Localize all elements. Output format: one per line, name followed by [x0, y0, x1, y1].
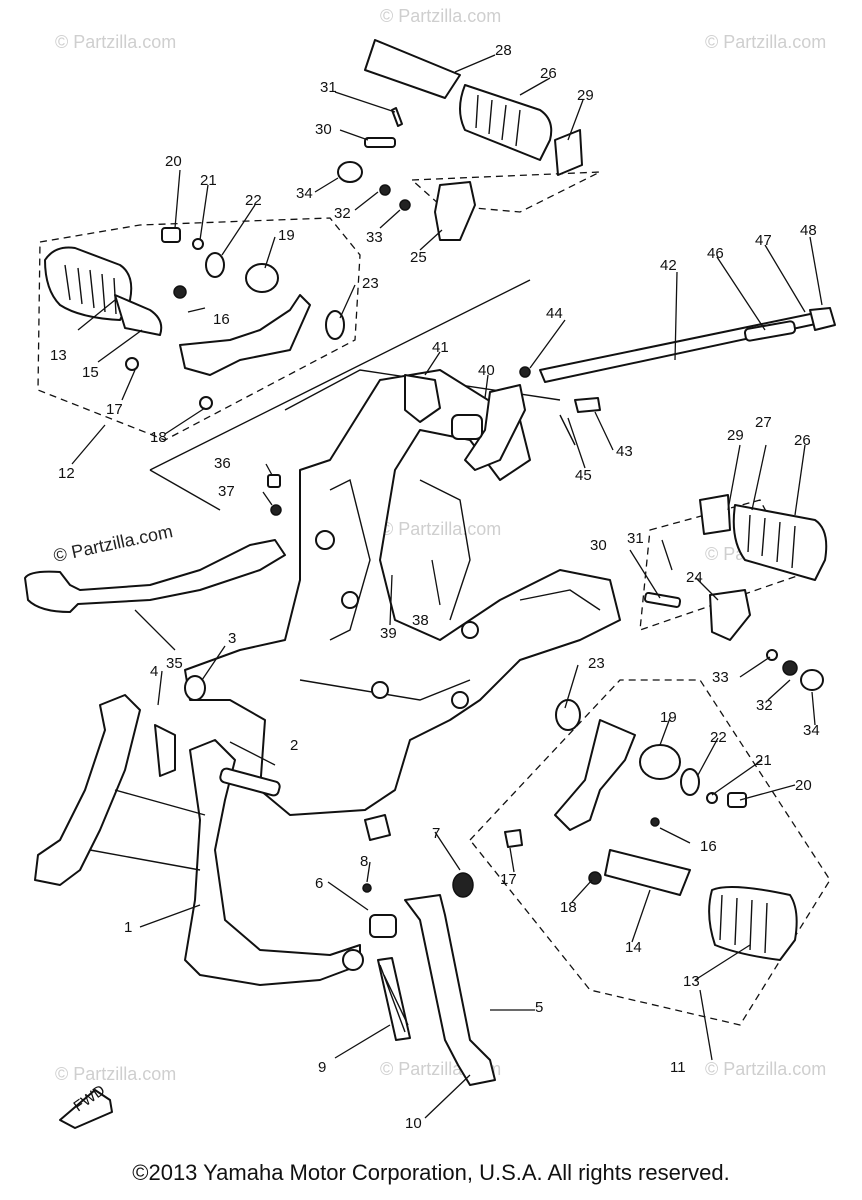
callout-30b: 30: [590, 537, 607, 554]
callout-37: 37: [218, 483, 235, 500]
callout-47: 47: [755, 232, 772, 249]
callout-28: 28: [495, 42, 512, 59]
callout-14: 14: [625, 939, 642, 956]
brake-pedal: [24, 474, 286, 701]
callout-23b: 23: [588, 655, 605, 672]
footrest-bracket-17: [179, 294, 311, 376]
callout-36: 36: [214, 455, 231, 472]
watermark: © Partzilla.com: [55, 32, 176, 52]
callout-35: 35: [166, 655, 183, 672]
callout-13: 13: [50, 347, 67, 364]
watermark: © Partzilla.com: [705, 1059, 826, 1079]
watermark: © Partzilla.com: [380, 519, 501, 539]
callout-40: 40: [478, 362, 495, 379]
callout-22: 22: [245, 192, 262, 209]
callout-2: 2: [290, 737, 298, 754]
callout-45: 45: [575, 467, 592, 484]
copyright-notice: ©2013 Yamaha Motor Corporation, U.S.A. A…: [132, 1160, 730, 1185]
callout-7: 7: [432, 825, 440, 842]
callout-12: 12: [58, 465, 75, 482]
callout-18: 18: [150, 429, 167, 446]
callout-11: 11: [670, 1059, 686, 1076]
callout-6: 6: [315, 875, 323, 892]
callout-41: 41: [432, 339, 449, 356]
callout-23: 23: [362, 275, 379, 292]
watermark-featured: © Partzilla.com: [52, 521, 175, 566]
callout-18b: 18: [560, 899, 577, 916]
callout-39: 39: [380, 625, 397, 642]
watermark: © Partzilla.com: [705, 32, 826, 52]
callout-16b: 16: [700, 838, 717, 855]
callout-20: 20: [165, 153, 182, 170]
leader-lines: [71, 54, 823, 1119]
callout-22b: 22: [710, 729, 727, 746]
callout-38: 38: [412, 612, 429, 629]
callout-29b: 29: [727, 427, 744, 444]
callout-26b: 26: [794, 432, 811, 449]
callout-19b: 19: [660, 709, 677, 726]
callout-48: 48: [800, 222, 817, 239]
callout-9: 9: [318, 1059, 326, 1076]
callout-33: 33: [366, 229, 383, 246]
callout-1: 1: [124, 919, 132, 936]
fwd-arrow-icon: FWD: [59, 1082, 113, 1129]
callout-33b: 33: [712, 669, 729, 686]
watermark: © Partzilla.com: [380, 6, 501, 26]
callout-46: 46: [707, 245, 724, 262]
watermark: © Partzilla.com: [55, 1064, 176, 1084]
center-stand: [34, 694, 364, 986]
callout-3: 3: [228, 630, 236, 647]
left-footrest-group: [44, 227, 345, 410]
callout-16: 16: [213, 311, 230, 328]
footrest-rubber-13: [44, 246, 133, 321]
callout-13b: 13: [683, 973, 700, 990]
callout-27: 27: [755, 414, 772, 431]
callout-29: 29: [577, 87, 594, 104]
callout-19: 19: [278, 227, 295, 244]
callout-44: 44: [546, 305, 563, 322]
callout-42: 42: [660, 257, 677, 274]
callout-8: 8: [360, 853, 368, 870]
callout-34b: 34: [803, 722, 820, 739]
callout-25: 25: [410, 249, 427, 266]
callout-24: 24: [686, 569, 703, 586]
callout-10: 10: [405, 1115, 422, 1132]
callout-4: 4: [150, 663, 158, 680]
callout-17b: 17: [500, 871, 517, 888]
callout-34: 34: [296, 185, 313, 202]
frame: [184, 369, 621, 816]
right-footrest-group: [504, 699, 798, 961]
side-stand: [362, 814, 496, 1086]
callout-26: 26: [540, 65, 557, 82]
shift-linkage: [404, 307, 836, 471]
callout-31: 31: [320, 79, 337, 96]
footrest-15: [114, 294, 163, 336]
callout-21: 21: [200, 172, 217, 189]
callout-43: 43: [616, 443, 633, 460]
callout-31b: 31: [627, 530, 644, 547]
callout-15: 15: [82, 364, 99, 381]
passenger-footrest-right: [644, 494, 828, 691]
passenger-footrest-upper: [337, 39, 583, 241]
callout-32: 32: [334, 205, 351, 222]
callouts: 28 26 29 31 30 34 32 33 25 20 21 22 19 2…: [50, 42, 820, 1132]
callout-30: 30: [315, 121, 332, 138]
callout-17: 17: [106, 401, 123, 418]
callout-32b: 32: [756, 697, 773, 714]
callout-5: 5: [535, 999, 543, 1016]
callout-20b: 20: [795, 777, 812, 794]
callout-21b: 21: [755, 752, 772, 769]
